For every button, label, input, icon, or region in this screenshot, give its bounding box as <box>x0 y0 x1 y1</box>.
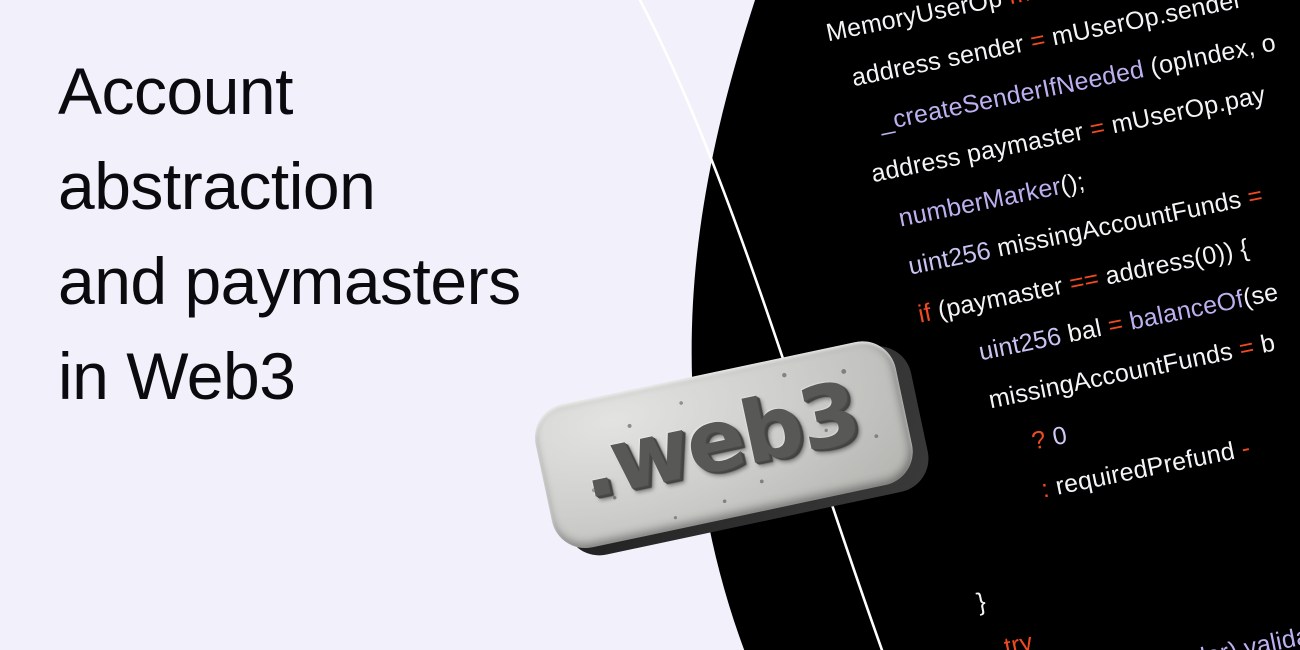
black-panel-shape <box>691 0 1300 650</box>
white-arc-line <box>638 0 884 650</box>
page-title: Account abstraction and paymasters in We… <box>58 54 521 413</box>
